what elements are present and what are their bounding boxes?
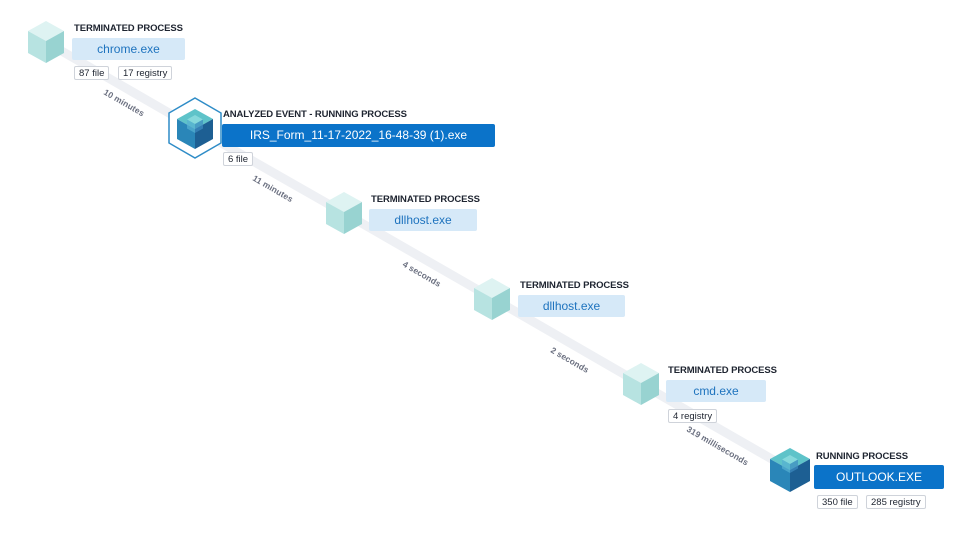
- file-count-badge[interactable]: 350 file: [817, 495, 858, 509]
- running-process-cube-icon[interactable]: [768, 446, 812, 494]
- process-kind-label: TERMINATED PROCESS: [74, 23, 183, 34]
- process-kind-label: ANALYZED EVENT - RUNNING PROCESS: [223, 109, 407, 120]
- terminated-process-cube-icon[interactable]: [472, 276, 512, 322]
- process-kind-label: TERMINATED PROCESS: [668, 365, 777, 376]
- process-name-button[interactable]: cmd.exe: [666, 380, 766, 402]
- terminated-process-cube-icon[interactable]: [26, 19, 66, 65]
- process-kind-label: RUNNING PROCESS: [816, 451, 908, 462]
- analyzed-process-cube-icon[interactable]: [166, 96, 224, 160]
- terminated-process-cube-icon[interactable]: [621, 361, 661, 407]
- process-kind-label: TERMINATED PROCESS: [371, 194, 480, 205]
- registry-count-badge[interactable]: 17 registry: [118, 66, 173, 80]
- file-count-badge[interactable]: 6 file: [223, 152, 254, 166]
- connector-line: [487, 293, 646, 389]
- process-name-button[interactable]: dllhost.exe: [369, 209, 477, 231]
- registry-count-badge[interactable]: 4 registry: [668, 409, 718, 423]
- file-count-badge[interactable]: 87 file: [74, 66, 110, 80]
- connector-line: [636, 379, 794, 474]
- registry-count-badge[interactable]: 285 registry: [866, 495, 926, 509]
- terminated-process-cube-icon[interactable]: [324, 190, 364, 236]
- process-name-button[interactable]: dllhost.exe: [518, 295, 625, 317]
- process-kind-label: TERMINATED PROCESS: [520, 280, 629, 291]
- connector-line: [339, 208, 497, 303]
- process-name-button[interactable]: chrome.exe: [72, 38, 185, 60]
- process-name-button[interactable]: OUTLOOK.EXE: [814, 465, 944, 489]
- process-name-button[interactable]: IRS_Form_11-17-2022_16-48-39 (1).exe: [222, 124, 495, 147]
